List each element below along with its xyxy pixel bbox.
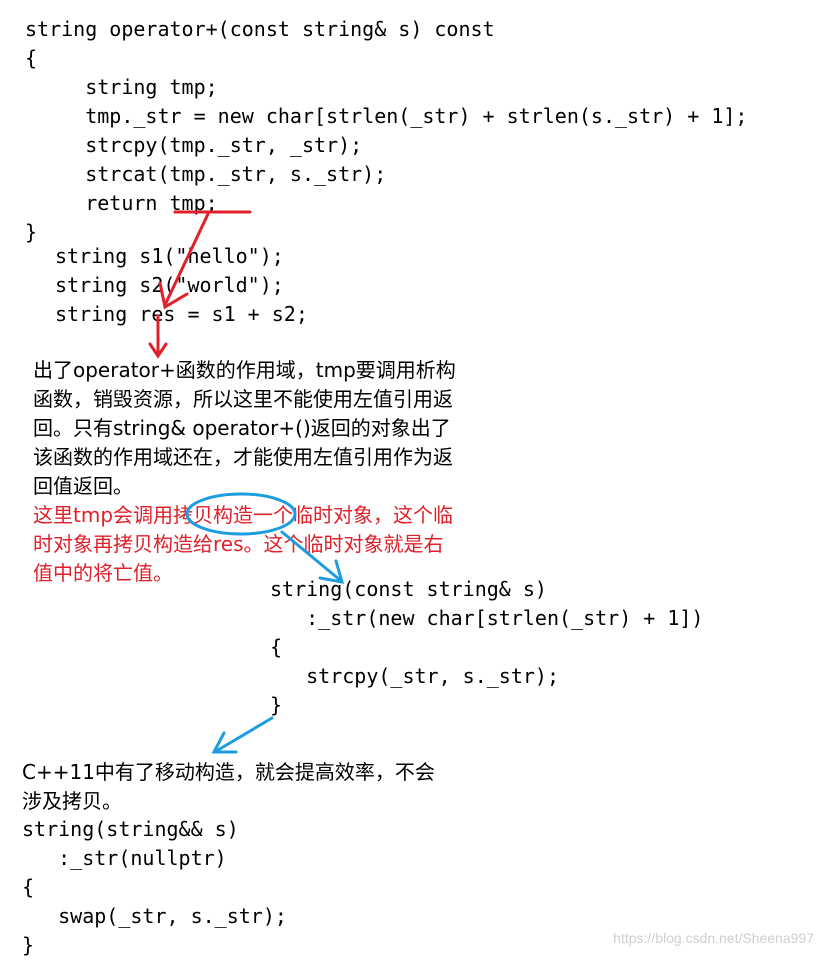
blue-arrowhead-2 (211, 731, 238, 754)
text-line: 这里tmp会调用拷贝构造一个临时对象，这个临 (33, 503, 454, 527)
text-line: 该函数的作用域还在，才能使用左值引用作为返 (33, 445, 453, 469)
operator-plus-code: string operator+(const string& s) const {… (25, 15, 747, 247)
text-line: 时对象再拷贝构造给res。这个临时对象就是右 (33, 532, 444, 556)
text-line: } (22, 933, 35, 957)
blue-arrow-to-move-note (216, 716, 274, 752)
text-line: } (25, 220, 38, 244)
text-line: strcpy(_str, s._str); (270, 664, 559, 688)
string-usage-code: string s1("hello"); string s2("world"); st… (55, 242, 308, 329)
text-line: string res = s1 + s2; (55, 302, 308, 326)
text-line: :_str(nullptr) (22, 846, 227, 870)
text-line: strcat(tmp._str, s._str); (25, 162, 387, 186)
copy-constructor-code: string(const string& s) :_str(new char[s… (270, 575, 703, 720)
text-line: strcpy(tmp._str, _str); (25, 133, 363, 157)
text-line: tmp._str = new char[strlen(_str) + strle… (25, 104, 748, 128)
text-line: } (270, 693, 283, 717)
text-line: swap(_str, s._str); (22, 904, 287, 928)
text-line: 出了operator+函数的作用域，tmp要调用析构 (33, 358, 456, 382)
text-line: { (25, 46, 38, 70)
text-line: string s2("world"); (55, 273, 284, 297)
text-line: :_str(new char[strlen(_str) + 1]) (270, 606, 704, 630)
text-line: 回值返回。 (33, 474, 133, 498)
text-line: 涉及拷贝。 (22, 789, 122, 813)
text-line: 值中的将亡值。 (33, 561, 173, 585)
text-line: string(const string& s) (270, 577, 547, 601)
text-line: return tmp; (25, 191, 218, 215)
text-line: string tmp; (25, 75, 218, 99)
text-line: { (270, 635, 283, 659)
destructor-explanation-note: 出了operator+函数的作用域，tmp要调用析构函数，销毁资源，所以这里不能… (33, 356, 456, 501)
text-line: C++11中有了移动构造，就会提高效率，不会 (22, 760, 435, 784)
move-constructor-note: C++11中有了移动构造，就会提高效率，不会涉及拷贝。 (22, 758, 435, 816)
text-line: string s1("hello"); (55, 244, 284, 268)
text-line: 函数，销毁资源，所以这里不能使用左值引用返 (33, 387, 453, 411)
text-line: { (22, 875, 35, 899)
text-line: 回。只有string& operator+()返回的对象出了 (33, 416, 451, 440)
red-arrowhead-down (148, 342, 168, 359)
move-constructor-code: string(string&& s) :_str(nullptr) { swap(… (22, 815, 287, 960)
text-line: string(string&& s) (22, 817, 239, 841)
watermark: https://blog.csdn.net/Sheena997 (613, 930, 814, 946)
text-line: string operator+(const string& s) const (25, 17, 495, 41)
